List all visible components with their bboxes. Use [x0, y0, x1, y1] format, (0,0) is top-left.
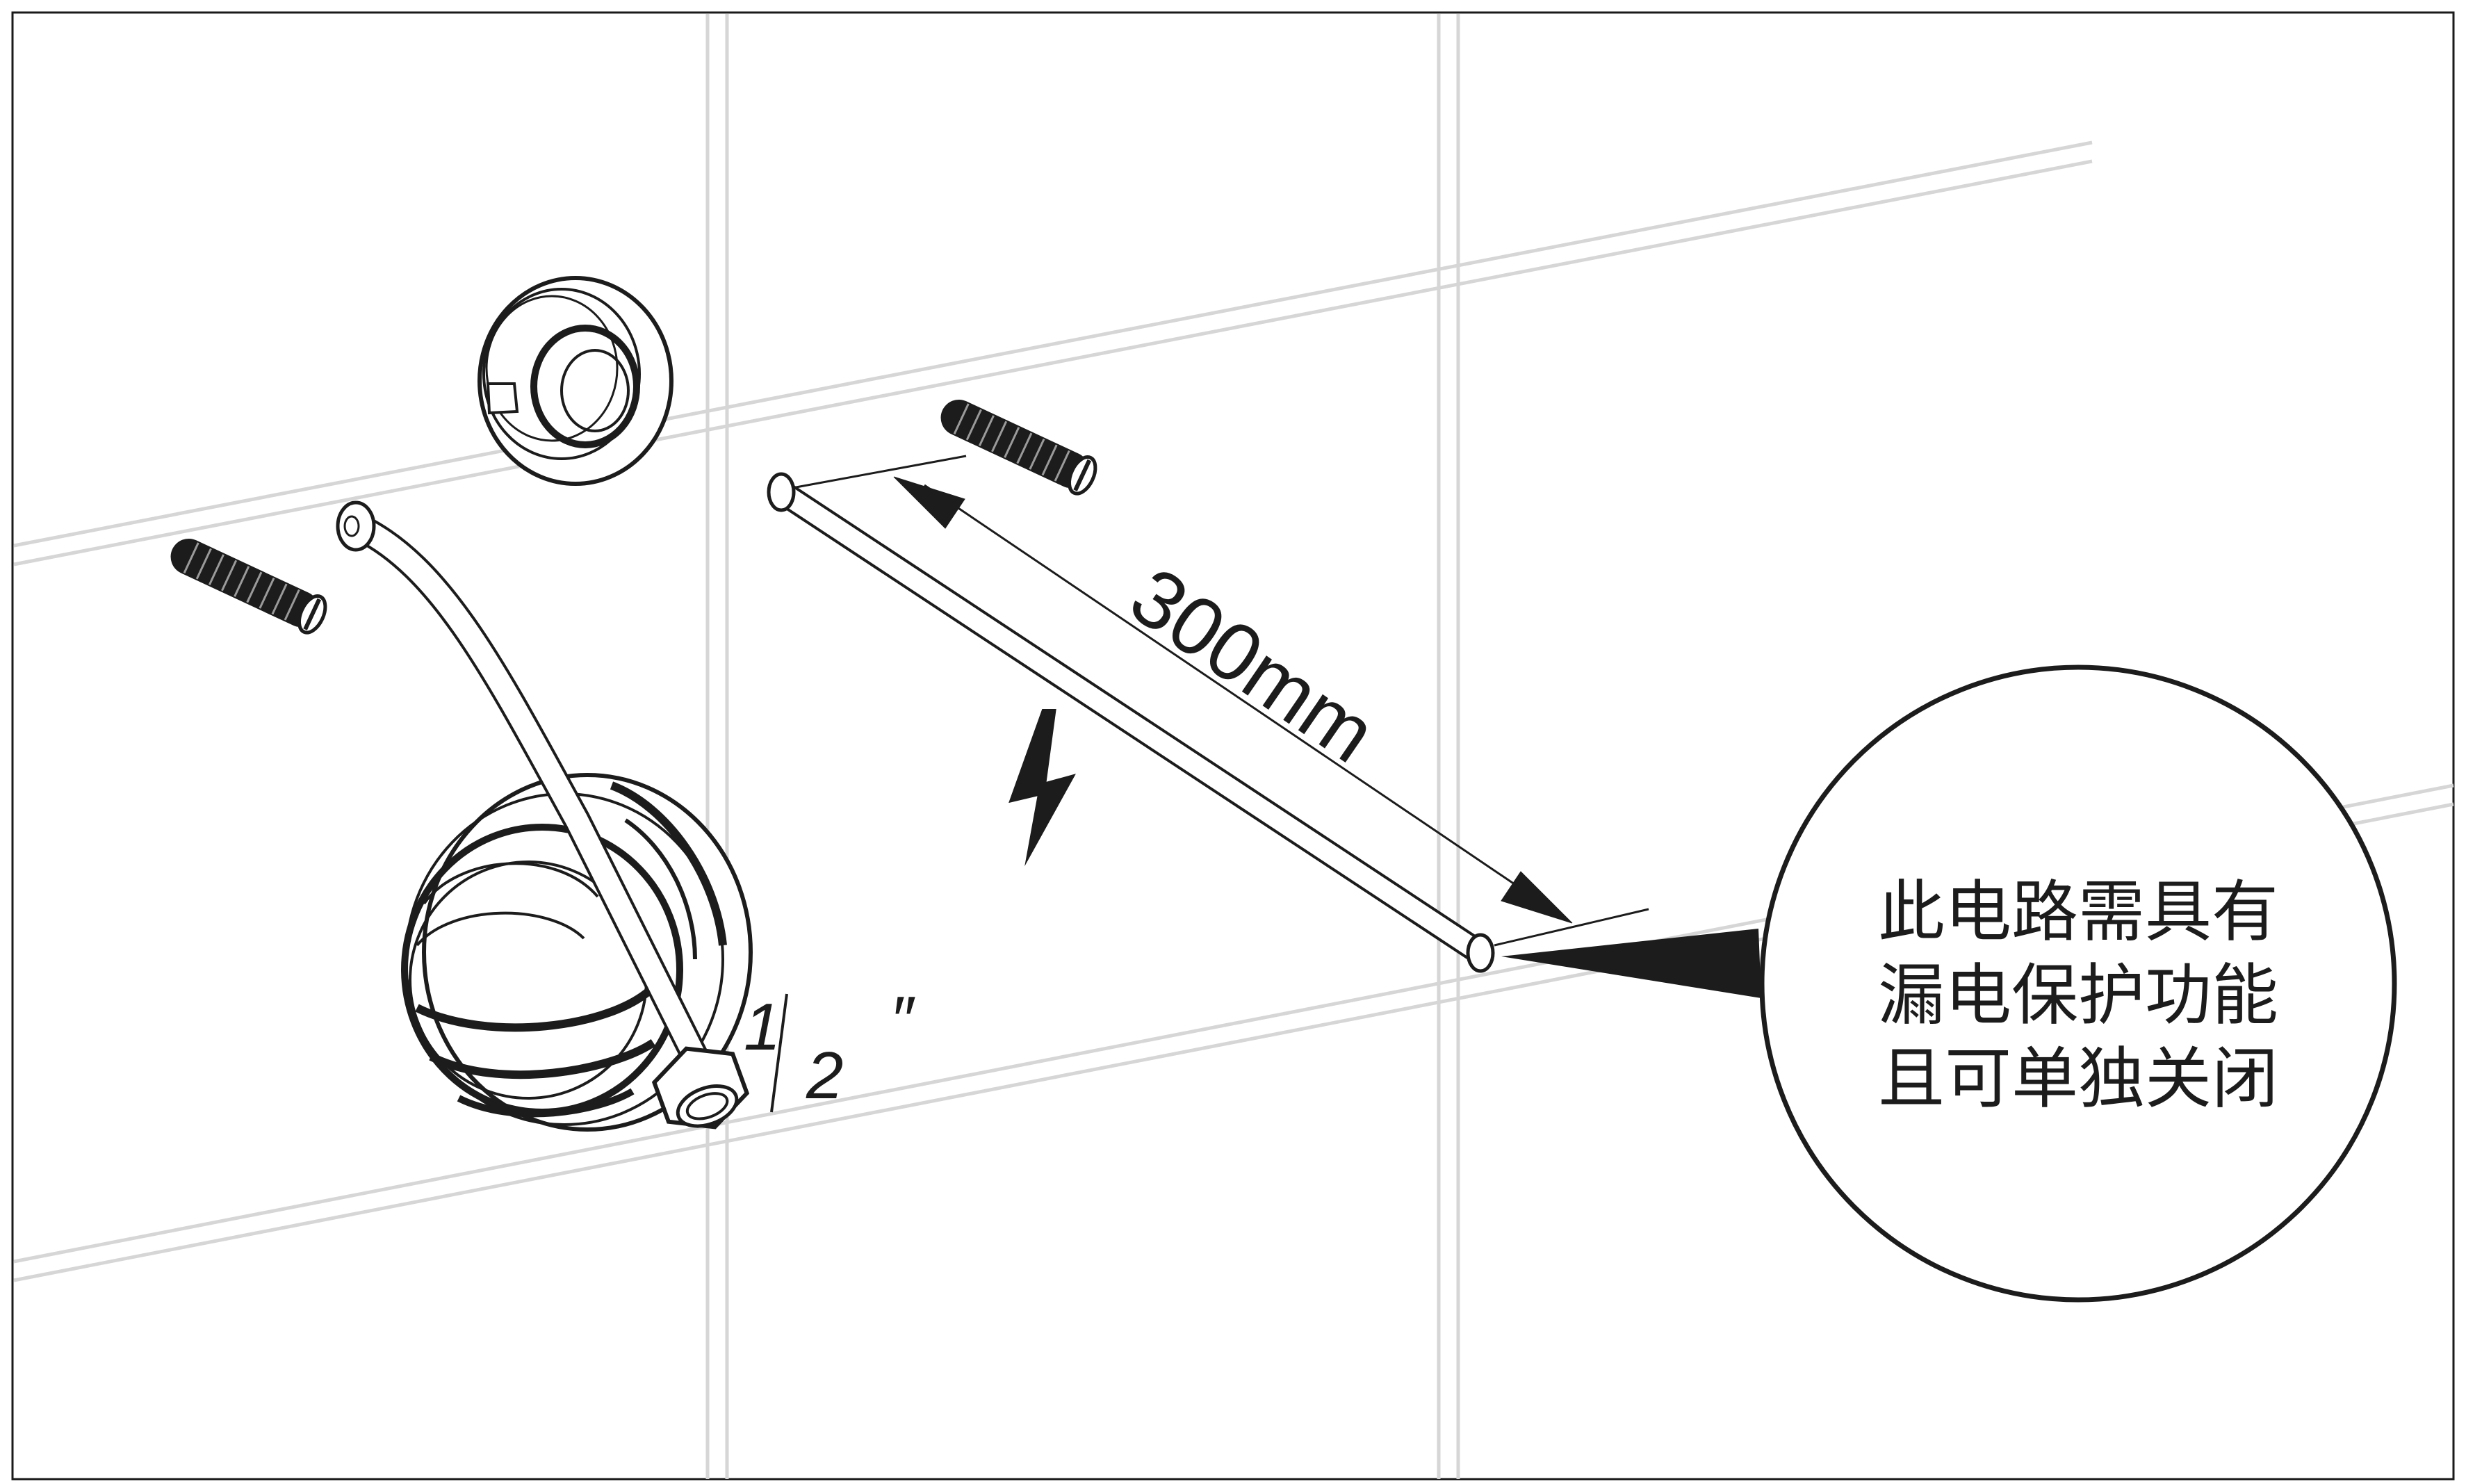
- pipe-size-label: 1 2 ″: [744, 983, 915, 1113]
- pipe-size-unit-mark: ″: [890, 983, 915, 1057]
- flexible-hose: [336, 500, 716, 1084]
- pipe-size-fraction-bar: [770, 993, 788, 1113]
- tile-joint-h1b: [13, 159, 2093, 566]
- hex-nut-icon: [651, 1046, 750, 1130]
- callout-line-1: 此电路需具有: [1878, 873, 2278, 951]
- screw-icon: [940, 399, 1097, 496]
- callout-text: 此电路需具有 漏电保护功能 且可单独关闭: [1878, 873, 2278, 1118]
- lightning-bolt-icon: [1004, 706, 1082, 875]
- extension-line-top: [792, 455, 967, 489]
- extension-line-bottom: [1494, 908, 1649, 947]
- callout-line-2: 漏电保护功能: [1878, 956, 2278, 1034]
- pipe-size-denominator: 2: [806, 1038, 843, 1113]
- callout-bubble: [1759, 664, 2397, 1303]
- arrowhead-top: [893, 476, 965, 529]
- callout-pointer: [1501, 929, 1761, 998]
- conduit-pipe: [767, 472, 1495, 973]
- dimension-leader: [924, 484, 1565, 919]
- arrowhead-bottom: [1501, 871, 1573, 924]
- dimension-line: [792, 455, 1649, 947]
- pipe-size-numerator: 1: [744, 990, 781, 1064]
- callout-line-3: 且可单独关闭: [1878, 1040, 2278, 1118]
- screw-icon: [170, 538, 327, 635]
- tile-joint-h1a: [13, 140, 2093, 548]
- end-cap-icon: [477, 276, 673, 486]
